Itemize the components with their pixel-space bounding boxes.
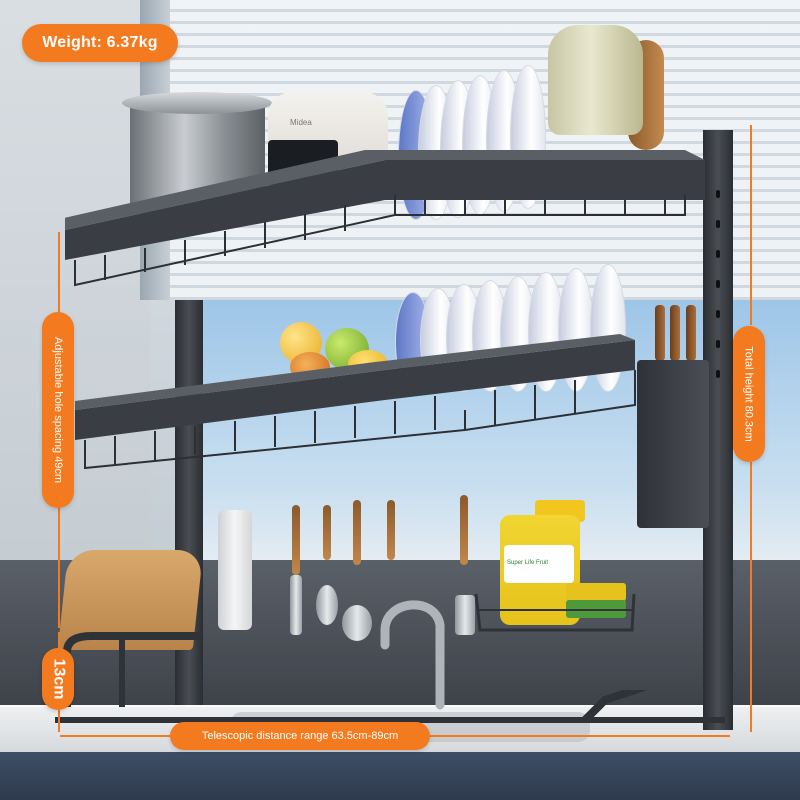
dimension-line-hole	[58, 232, 60, 312]
dimension-line-total	[750, 462, 752, 732]
soap-bottle-label	[504, 545, 574, 583]
middle-shelf-wires	[84, 370, 636, 470]
hanging-towel	[218, 510, 252, 630]
telescopic-range-label: Telescopic distance range 63.5cm-89cm	[170, 722, 430, 750]
dimension-line-base	[58, 632, 60, 648]
sponge	[566, 583, 626, 601]
spatula-head	[290, 575, 302, 635]
total-height-text: Total height 80.3cm	[743, 346, 756, 442]
top-shelf	[65, 150, 705, 287]
knife-holder	[637, 360, 709, 528]
base-height-label: 13cm	[42, 648, 74, 710]
total-height-label: Total height 80.3cm	[733, 326, 765, 462]
hole-spacing-label: Adjustable hole spacing 49cm	[42, 312, 74, 508]
base-height-text: 13cm	[50, 658, 68, 700]
post-hole	[716, 340, 720, 348]
hole-spacing-text: Adjustable hole spacing 49cm	[52, 336, 64, 484]
soap-bottle-text: Super Life Fruit	[507, 560, 549, 566]
dimension-line-width	[430, 735, 730, 737]
skimmer-handle	[387, 500, 395, 560]
knife-handle	[670, 305, 680, 361]
middle-shelf-tray	[75, 340, 635, 440]
top-shelf-rim	[65, 150, 705, 230]
post-hole	[716, 250, 720, 258]
sponge-basket	[474, 593, 636, 632]
spatula-handle	[292, 505, 300, 575]
middle-shelf	[75, 334, 636, 470]
weight-label: Weight: 6.37kg	[22, 24, 178, 62]
dimension-line-width	[60, 735, 170, 737]
whisk-handle	[323, 505, 331, 560]
post-hole	[716, 280, 720, 288]
pitcher	[548, 25, 643, 135]
ladle-handle	[353, 500, 361, 565]
turner-handle	[460, 495, 468, 565]
top-shelf-wires	[74, 195, 686, 287]
pot-lid	[122, 92, 272, 114]
turner-head	[455, 595, 475, 635]
whisk-head	[316, 585, 338, 625]
top-shelf-tray	[65, 160, 705, 260]
cooker-brand-text: Midea	[290, 118, 312, 127]
ladle-head	[342, 605, 372, 641]
post-hole	[716, 370, 720, 378]
knife-handle	[655, 305, 665, 361]
knife-handle	[686, 305, 696, 361]
dimension-line-total	[750, 125, 752, 325]
rack-base	[55, 690, 725, 723]
kitchen-faucet	[380, 600, 445, 710]
dimension-line-base	[58, 710, 60, 732]
post-hole	[716, 190, 720, 198]
middle-shelf-rim	[75, 334, 635, 410]
post-hole	[716, 310, 720, 318]
post-hole	[716, 220, 720, 228]
cabinet	[0, 752, 800, 800]
dimension-line-hole	[58, 508, 60, 628]
